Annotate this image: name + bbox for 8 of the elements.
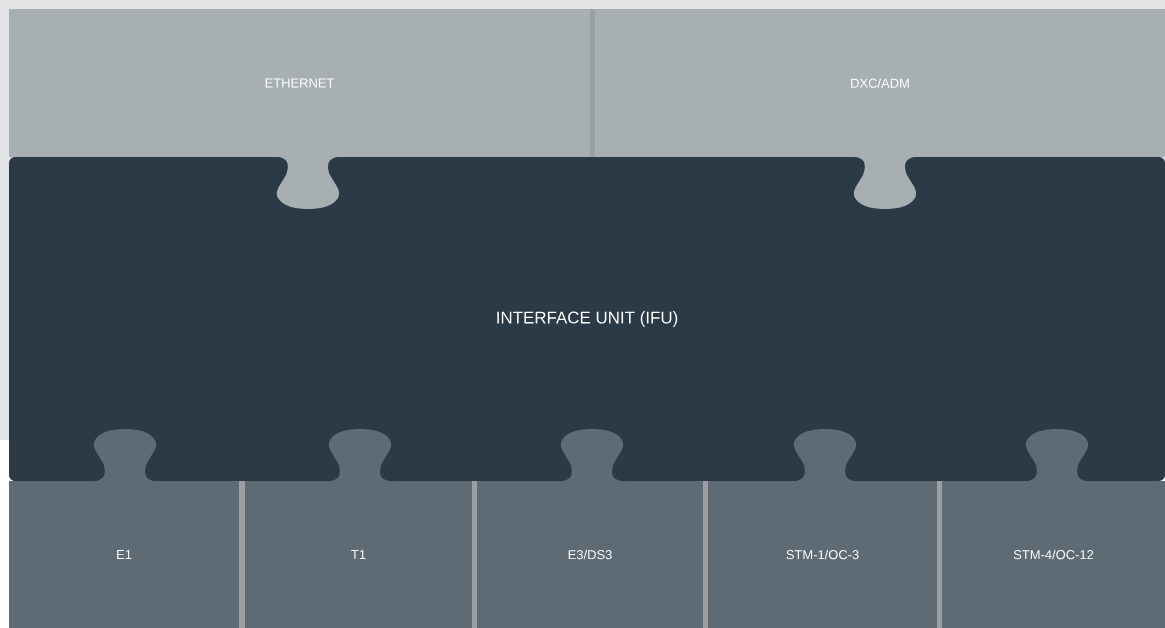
puzzle-piece: T1 bbox=[245, 429, 472, 628]
puzzle-piece: E3/DS3 bbox=[477, 429, 703, 628]
puzzle-piece: DXC/ADM bbox=[595, 9, 1165, 209]
puzzle-piece: STM-1/OC-3 bbox=[708, 429, 937, 628]
puzzle-piece: INTERFACE UNIT (IFU) bbox=[9, 157, 1165, 481]
puzzle-piece: STM-4/OC-12 bbox=[942, 429, 1165, 628]
puzzle-piece: ETHERNET bbox=[9, 9, 590, 209]
puzzle-piece: E1 bbox=[9, 429, 239, 628]
